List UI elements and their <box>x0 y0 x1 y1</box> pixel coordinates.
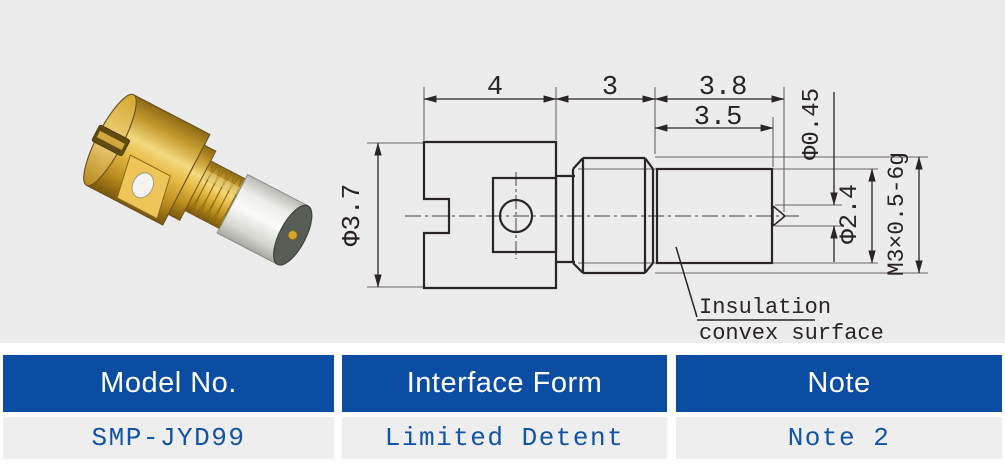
note-value-cell: Note 2 <box>676 417 1002 459</box>
note-header-cell: Note <box>676 355 1002 412</box>
dim-thread-label: M3×0.5-6g <box>884 152 910 276</box>
part-outline <box>422 140 786 290</box>
callout-leader <box>675 246 815 321</box>
dim-hole-dia-label: Φ0.45 <box>799 88 826 160</box>
interface-form-value-cell: Limited Detent <box>342 417 667 459</box>
side-hole-boss <box>491 176 558 254</box>
dim-body-length-label: 4 <box>487 73 503 103</box>
model-no-header-cell: Model No. <box>3 355 334 412</box>
center-pin <box>287 230 298 241</box>
dim-insulator-dia-label: Φ2.4 <box>835 184 864 244</box>
dimension-lines <box>374 92 923 288</box>
dim-front-length-label: 3.5 <box>694 103 743 133</box>
dim-mid-length-label: 3 <box>602 73 618 103</box>
flat-face <box>116 154 171 220</box>
drawing-area: 4 3 3.8 3.5 Φ3.7 Φ0.45 Φ2.4 M3×0.5-6g In… <box>0 0 1005 343</box>
callout-line1: Insulation <box>699 295 831 320</box>
pin-recess-vee <box>772 205 786 227</box>
dim-front-total-label: 3.8 <box>699 73 748 103</box>
insulator-cylinder <box>216 173 313 266</box>
drawing-svg: 4 3 3.8 3.5 Φ3.7 Φ0.45 Φ2.4 M3×0.5-6g In… <box>83 73 928 343</box>
body-cylinder <box>83 93 211 226</box>
connector-3d-render <box>83 93 313 266</box>
insulator-section <box>655 167 774 265</box>
dim-body-dia-label: Φ3.7 <box>337 184 367 246</box>
model-no-value-cell: SMP-JYD99 <box>3 417 334 459</box>
side-hole-circle <box>498 198 534 234</box>
thread-hex-section <box>571 156 655 275</box>
interface-form-header-cell: Interface Form <box>342 355 667 412</box>
side-hole <box>131 172 154 199</box>
technical-drawing: 4 3 3.8 3.5 Φ3.7 Φ0.45 Φ2.4 M3×0.5-6g In… <box>337 73 928 343</box>
callout-line2: convex surface <box>699 321 884 343</box>
